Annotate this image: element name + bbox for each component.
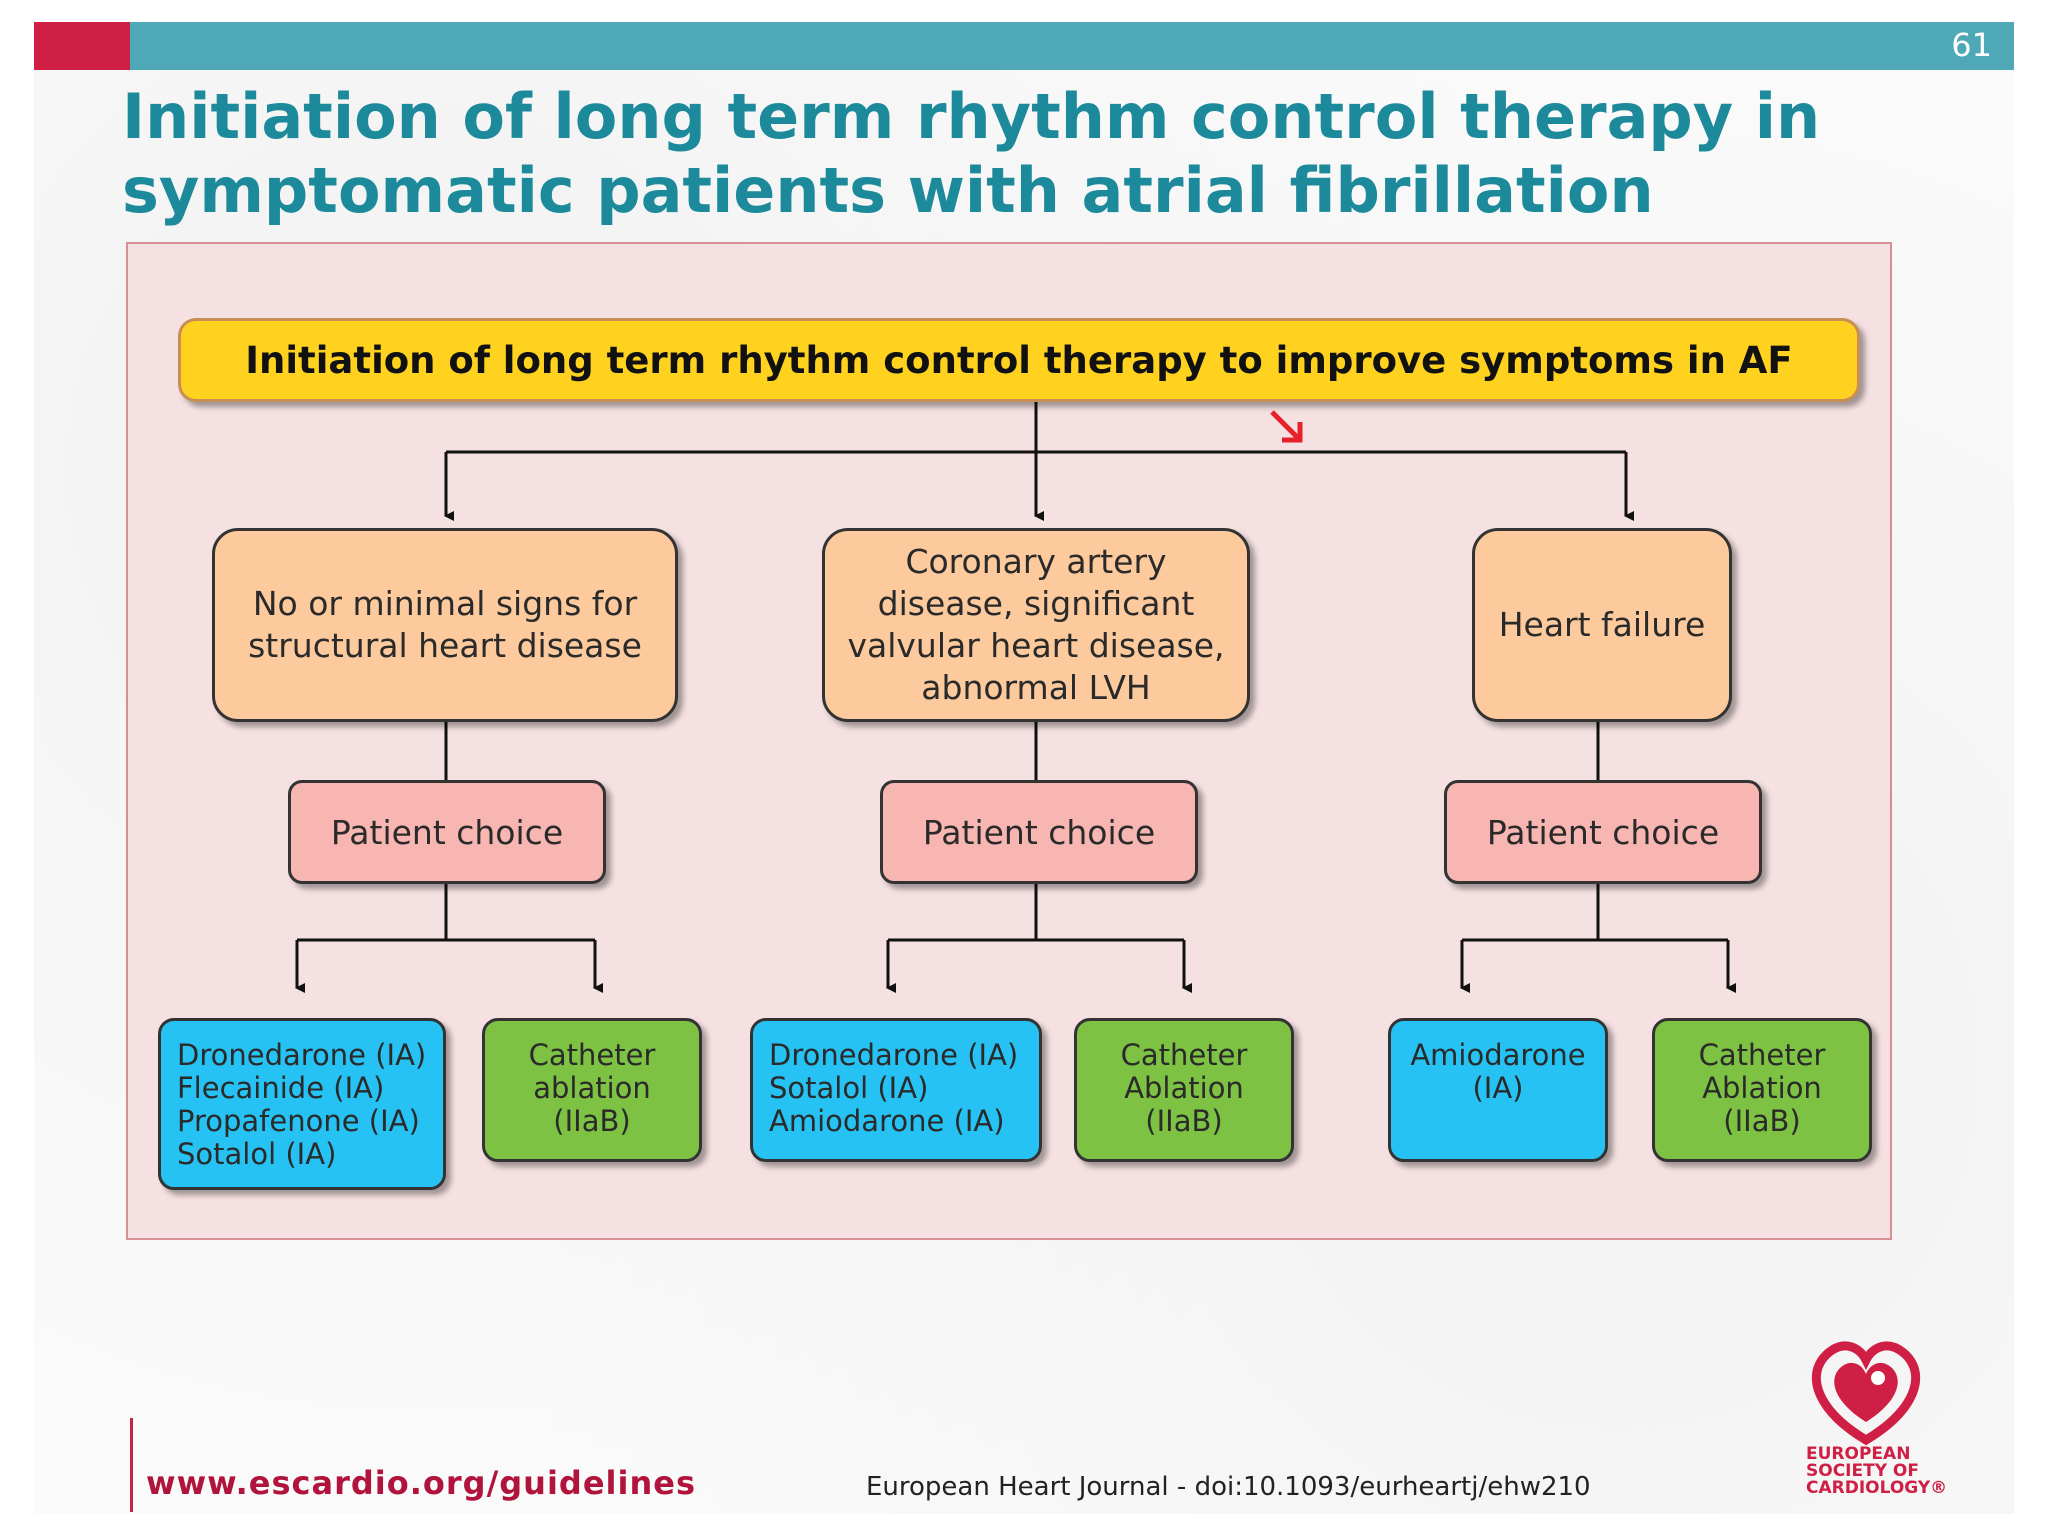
condition-no-structural-disease: No or minimal signs for structural heart…: [212, 528, 678, 722]
esc-logo-text: EUROPEAN SOCIETY OF CARDIOLOGY®: [1806, 1444, 1948, 1498]
ablation-option-3: Catheter Ablation (IIaB): [1652, 1018, 1872, 1162]
patient-choice-1: Patient choice: [288, 780, 606, 884]
drug-options-3: Amiodarone (IA): [1388, 1018, 1608, 1162]
condition-coronary-valvular-lvh: Coronary artery disease, significant val…: [822, 528, 1250, 722]
esc-heart-logo-icon: [1811, 1341, 1921, 1446]
page-number: 61: [1951, 26, 1992, 64]
footer-reference: European Heart Journal - doi:10.1093/eur…: [866, 1472, 1591, 1502]
flowchart-panel: Initiation of long term rhythm control t…: [126, 242, 1892, 1240]
drug-options-1: Dronedarone (IA) Flecainide (IA) Propafe…: [158, 1018, 446, 1190]
ablation-option-1: Catheter ablation (IIaB): [482, 1018, 702, 1162]
top-bar: 61: [34, 22, 2014, 70]
footer-divider: [130, 1418, 133, 1512]
patient-choice-3: Patient choice: [1444, 780, 1762, 884]
header-box: Initiation of long term rhythm control t…: [178, 318, 1860, 402]
flowchart-connectors: [295, 402, 1736, 993]
drug-options-2: Dronedarone (IA) Sotalol (IA) Amiodarone…: [750, 1018, 1042, 1162]
patient-choice-2: Patient choice: [880, 780, 1198, 884]
condition-heart-failure: Heart failure: [1472, 528, 1732, 722]
annotation-arrow-icon: [1270, 410, 1303, 443]
top-bar-accent: [34, 22, 130, 70]
slide-title: Initiation of long term rhythm control t…: [122, 80, 1821, 227]
ablation-option-2: Catheter Ablation (IIaB): [1074, 1018, 1294, 1162]
footer-guidelines-link[interactable]: www.escardio.org/guidelines: [146, 1464, 696, 1502]
